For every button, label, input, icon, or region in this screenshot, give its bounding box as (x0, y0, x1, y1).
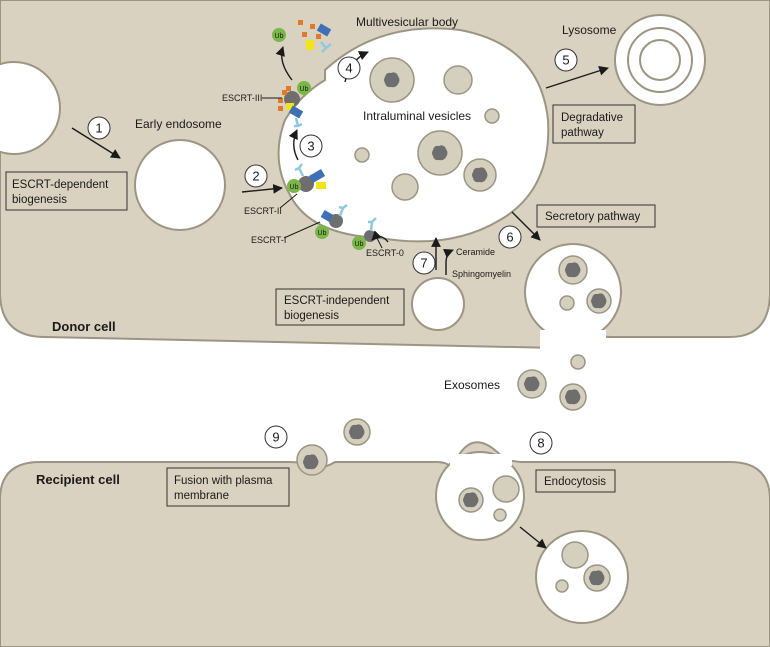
svg-text:Ub: Ub (275, 33, 284, 40)
ceramide-label: Ceramide (456, 247, 495, 257)
svg-text:ESCRT-independent: ESCRT-independent (284, 295, 390, 307)
svg-text:Ub: Ub (318, 230, 327, 237)
svg-text:2: 2 (252, 169, 259, 184)
intraluminal-vesicle-group (354, 57, 500, 201)
step-7: 7 (412, 251, 436, 275)
svg-text:Ub: Ub (290, 184, 299, 191)
svg-text:biogenesis: biogenesis (12, 194, 67, 206)
svg-text:3: 3 (307, 139, 314, 154)
step-markers: 1 2 3 4 5 6 7 8 9 (87, 48, 578, 455)
escrt-machinery (272, 20, 377, 250)
step-4: 4 (337, 56, 361, 80)
box-escrt-dependent: ESCRT-dependent biogenesis (5, 171, 128, 211)
svg-text:5: 5 (562, 53, 569, 68)
svg-text:Secretory pathway: Secretory pathway (545, 211, 640, 223)
box-secretory: Secretory pathway (536, 204, 656, 228)
escrt-leader-lines (262, 97, 383, 249)
svg-text:Endocytosis: Endocytosis (544, 476, 606, 488)
lysosome (614, 14, 706, 106)
svg-text:membrane: membrane (174, 490, 229, 502)
svg-text:Fusion with plasma: Fusion with plasma (174, 475, 273, 487)
recipient-endosome (535, 530, 629, 624)
svg-text:Ub: Ub (355, 241, 364, 248)
exosomes (343, 354, 587, 446)
step-5: 5 (554, 48, 578, 72)
escrt-iii-label: ESCRT-III (222, 93, 262, 103)
early-endosome (134, 139, 226, 231)
step-3: 3 (299, 134, 323, 158)
recipient-cell-label: Recipient cell (36, 472, 120, 487)
step-2: 2 (244, 164, 268, 188)
box-endocytosis: Endocytosis (535, 469, 616, 493)
step-8: 8 (529, 431, 553, 455)
ilv-label: Intraluminal vesicles (363, 109, 471, 123)
svg-text:4: 4 (345, 61, 352, 76)
svg-text:biogenesis: biogenesis (284, 310, 339, 322)
ub-labels: Ub Ub Ub Ub Ub (275, 33, 364, 248)
plasma-membrane-invagination (0, 61, 61, 155)
mvb-label: Multivesicular body (356, 15, 458, 29)
exosomes-label: Exosomes (444, 378, 500, 392)
escrt-i-label: ESCRT-I (251, 235, 286, 245)
svg-text:Ub: Ub (300, 86, 309, 93)
escrt-independent-vesicle (411, 277, 465, 331)
box-fusion: Fusion with plasma membrane (166, 467, 290, 507)
lysosome-label: Lysosome (562, 23, 617, 37)
svg-text:ESCRT-dependent: ESCRT-dependent (12, 179, 109, 191)
svg-text:pathway: pathway (561, 127, 604, 139)
box-escrt-independent: ESCRT-independent biogenesis (275, 288, 405, 326)
early-endosome-label: Early endosome (135, 117, 222, 131)
escrt-ii-label: ESCRT-II (244, 206, 282, 216)
sphingomyelin-label: Sphingomyelin (452, 269, 511, 279)
svg-text:1: 1 (95, 121, 102, 136)
escrt-0-label: ESCRT-0 (366, 248, 404, 258)
svg-text:9: 9 (272, 430, 279, 445)
svg-text:8: 8 (537, 436, 544, 451)
secretory-vesicle-contents (558, 255, 612, 314)
svg-text:6: 6 (506, 230, 513, 245)
svg-text:7: 7 (420, 256, 427, 271)
step-1: 1 (87, 116, 111, 140)
step-9: 9 (264, 425, 288, 449)
svg-text:Degradative: Degradative (561, 112, 623, 124)
step-6: 6 (498, 225, 522, 249)
donor-cell-label: Donor cell (52, 319, 116, 334)
box-degradative: Degradative pathway (552, 104, 636, 144)
